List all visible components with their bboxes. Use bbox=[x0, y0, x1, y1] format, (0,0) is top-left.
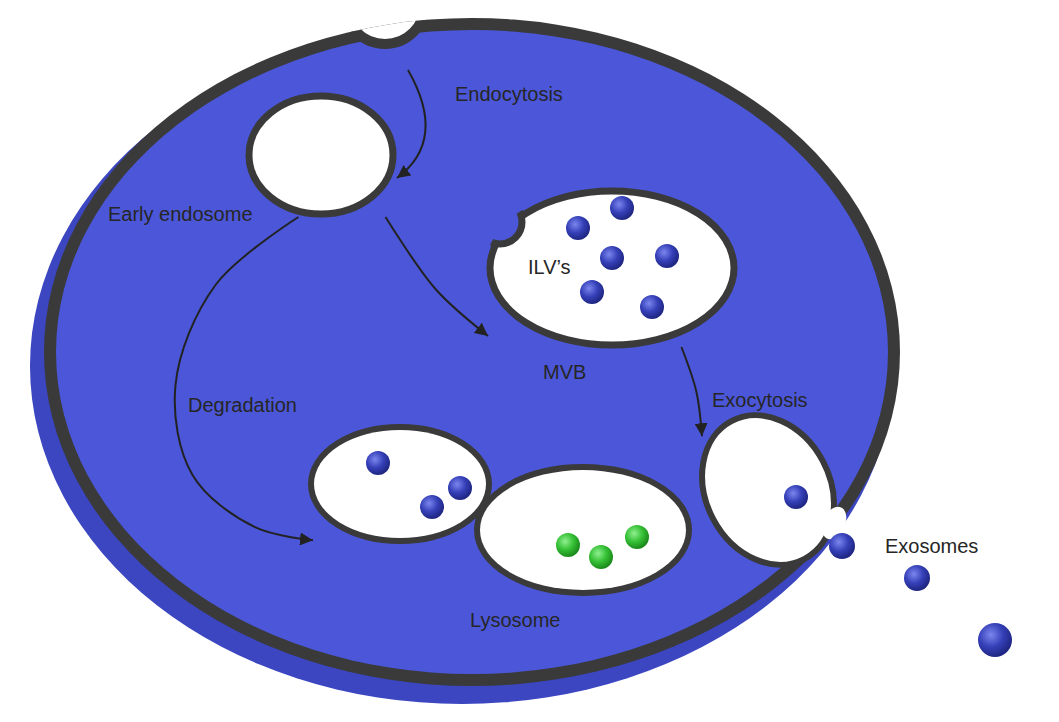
pathway-arrow bbox=[386, 217, 489, 336]
exosome bbox=[829, 533, 855, 559]
intraluminal-vesicle bbox=[366, 451, 390, 475]
early-endosome-outline bbox=[249, 96, 393, 214]
lysosomal-content bbox=[589, 545, 613, 569]
organelle-shape bbox=[246, 93, 396, 217]
lysosome-outline bbox=[314, 430, 486, 538]
lysosome-lumen bbox=[480, 470, 686, 590]
lysosome-outline bbox=[480, 470, 686, 590]
organelle-shape bbox=[702, 413, 838, 568]
mvb-outline bbox=[490, 191, 734, 345]
intraluminal-vesicle bbox=[448, 476, 472, 500]
organelle: Lysosome bbox=[313, 428, 688, 593]
organelle-label: MVB bbox=[543, 360, 586, 384]
organelle-shape bbox=[313, 428, 688, 593]
intraluminal-vesicle bbox=[420, 495, 444, 519]
cell-membrane bbox=[44, 18, 900, 686]
membrane-invagination bbox=[478, 200, 522, 244]
intraluminal-vesicle bbox=[655, 244, 679, 268]
organelle-label: Lysosome bbox=[470, 608, 560, 632]
process-label: Endocytosis bbox=[455, 82, 563, 106]
process-label: Exocytosis bbox=[712, 388, 808, 412]
organelle: ILV’sMVB bbox=[488, 189, 736, 347]
intraluminal-vesicle bbox=[600, 246, 624, 270]
organelle-label: Early endosome bbox=[108, 202, 253, 226]
process-label: Degradation bbox=[188, 393, 297, 417]
endocytosis-arrow bbox=[397, 70, 426, 178]
vesicle-label: ILV’s bbox=[528, 255, 571, 279]
lysosome-lumen bbox=[314, 430, 486, 538]
intraluminal-vesicle bbox=[610, 196, 634, 220]
organelle-shape bbox=[488, 189, 736, 347]
exosome bbox=[978, 623, 1012, 657]
lysosomal-content bbox=[556, 533, 580, 557]
intraluminal-vesicle bbox=[640, 295, 664, 319]
lysosomal-content bbox=[625, 525, 649, 549]
pathway-arrow bbox=[175, 217, 313, 540]
organelle: Exocytosis bbox=[702, 413, 838, 568]
intraluminal-vesicle bbox=[784, 485, 808, 509]
endocytic-pit bbox=[345, 0, 425, 44]
vesicle-label: Exosomes bbox=[885, 534, 978, 558]
pathway-arrow bbox=[681, 347, 702, 436]
intraluminal-vesicle bbox=[566, 216, 590, 240]
exosome bbox=[904, 565, 930, 591]
cytoplasm bbox=[56, 30, 888, 674]
secretory-vesicle-outline bbox=[677, 392, 860, 588]
organelle: Early endosome bbox=[246, 93, 396, 217]
intraluminal-vesicle bbox=[580, 280, 604, 304]
